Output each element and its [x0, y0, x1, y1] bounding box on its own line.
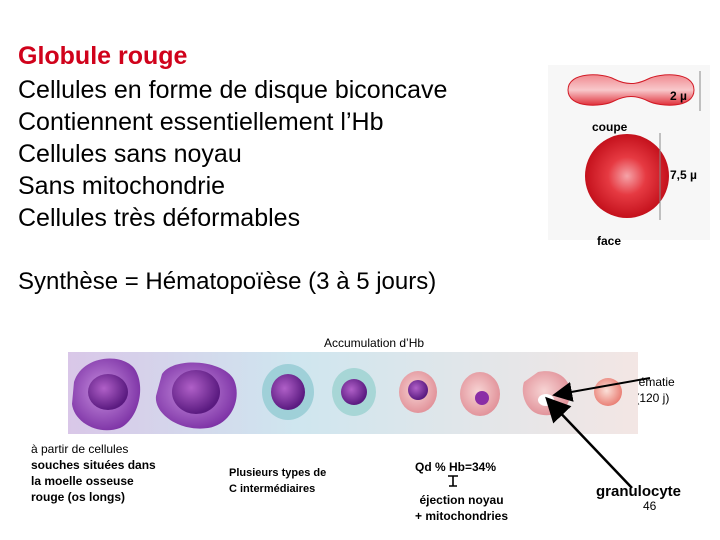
rbc-section-shape: [567, 74, 695, 106]
granulocyte-label: granulocyte: [596, 483, 682, 500]
ejection-caption: éjection noyau + mitochondries: [415, 492, 508, 524]
bullet-no-nucleus: Cellules sans noyau: [18, 140, 242, 168]
rbc-diameter-label: 7,5 µ: [670, 168, 697, 182]
erythropoiesis-cell-strip: [68, 352, 638, 434]
rbc-section-label: coupe: [592, 120, 628, 134]
ejection-line-2: + mitochondries: [415, 509, 509, 523]
stem-cells-line-3: la moelle osseuse: [31, 474, 134, 488]
bullet-deformable: Cellules très déformables: [18, 204, 301, 232]
hb-threshold: Qd % Hb=34%: [415, 460, 497, 474]
rbc-diagram: [548, 65, 710, 240]
stem-cells-line-1: à partir de cellules: [31, 442, 129, 456]
implies-icon: [446, 474, 460, 488]
rbc-illustration: [548, 65, 710, 240]
intermediate-line-1: Plusieurs types de: [229, 467, 327, 479]
ejection-line-1: éjection noyau: [419, 493, 504, 507]
intermediate-line-2: C intermédiaires: [229, 483, 316, 495]
bullet-biconcave: Cellules en forme de disque biconcave: [18, 76, 448, 104]
rbc-thickness-label: 2 µ: [670, 89, 687, 103]
rbc-face-label: face: [597, 234, 622, 248]
bullet-hb: Contiennent essentiellement l’Hb: [18, 108, 384, 136]
stem-cells-line-2: souches situées dans: [31, 458, 156, 472]
page-number: 46: [643, 499, 657, 513]
slide-title: Globule rouge: [18, 42, 188, 70]
rbc-face-shape: [585, 134, 669, 218]
cell-sequence-illustration: [68, 352, 638, 434]
stem-cells-line-4: rouge (os longs): [31, 490, 125, 504]
intermediate-caption: Plusieurs types de C intermédiaires: [229, 465, 326, 497]
bullet-no-mitochondria: Sans mitochondrie: [18, 172, 226, 200]
accumulation-label: Accumulation d’Hb: [324, 336, 425, 350]
stem-cells-caption: à partir de cellules souches situées dan…: [31, 441, 156, 505]
synthesis-heading: Synthèse = Hématopoïèse (3 à 5 jours): [18, 268, 437, 295]
